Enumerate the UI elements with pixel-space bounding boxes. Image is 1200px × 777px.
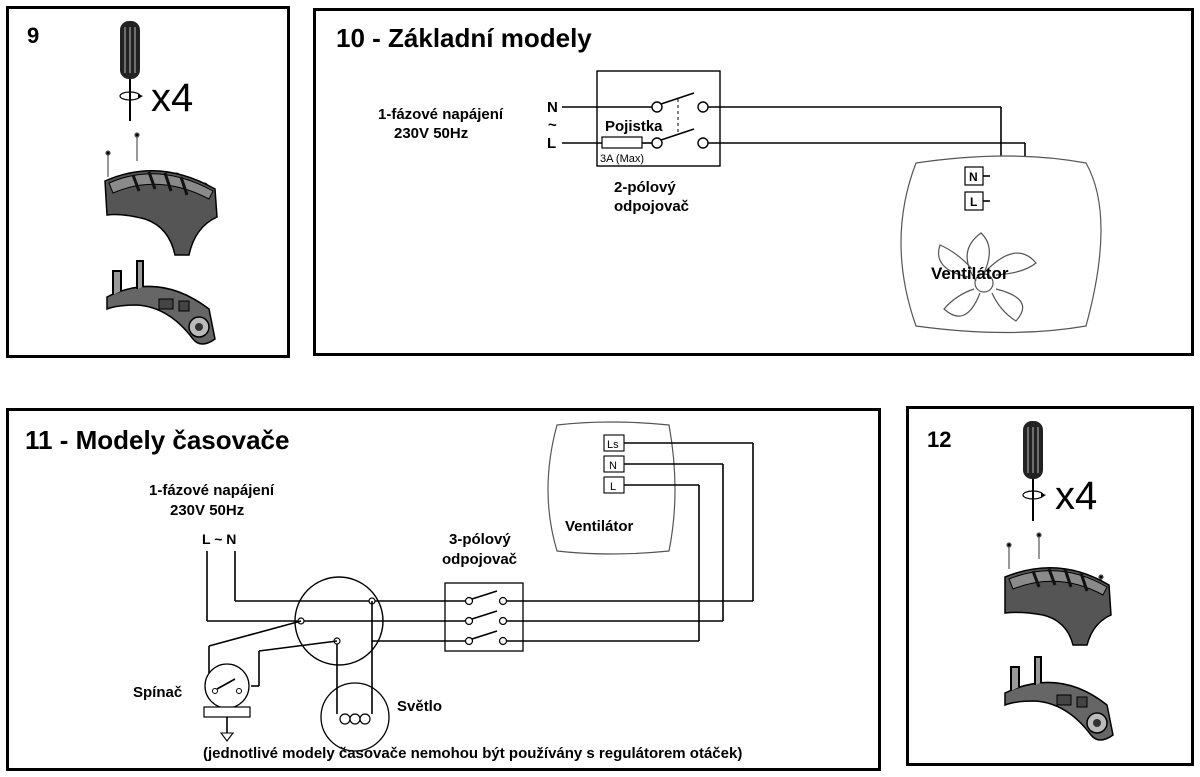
fan-terminal-n: N <box>969 170 978 184</box>
fuse-symbol <box>601 136 643 149</box>
supply-label-line2: 230V 50Hz <box>170 502 244 519</box>
terminal-n: N <box>547 99 558 116</box>
supply-terminals: L ~ N <box>202 531 236 547</box>
screwdriver-icon <box>119 21 143 121</box>
panel-11-title: 11 - Modely časovače <box>25 425 290 455</box>
switch-label-line1: 2-pólový <box>614 179 676 196</box>
terminal-base-icon <box>1004 656 1114 741</box>
screws-icon <box>1006 532 1104 597</box>
timer-circle <box>294 576 384 666</box>
fan-terminal-l: L <box>970 195 977 209</box>
step-number: 9 <box>27 23 40 48</box>
panel-9: 9 x4 <box>6 6 290 358</box>
fan-label: Ventilátor <box>565 518 634 535</box>
switch-contacts <box>464 590 508 646</box>
supply-label-line1: 1-fázové napájení <box>149 482 275 499</box>
terminal-l: L <box>547 135 556 152</box>
light-circle <box>320 682 390 752</box>
fan-terminal-ls: Ls <box>607 439 619 451</box>
terminal-cover-icon <box>1004 566 1112 646</box>
switch-label-line1: 3-pólový <box>449 531 511 548</box>
terminal-cover-icon <box>104 170 218 256</box>
fuse-label: Pojistka <box>605 118 663 135</box>
light-label: Světlo <box>397 698 442 715</box>
switch-label-line2: odpojovač <box>614 198 689 215</box>
fan-impeller-icon <box>938 232 1037 322</box>
spinac-label: Spínač <box>133 684 182 701</box>
fan-terminal-l: L <box>610 481 616 493</box>
panel-10: 10 - Základní modely 1-fázové napájení 2… <box>313 8 1194 356</box>
terminal-base-icon <box>106 260 216 345</box>
panel-12: 12 x4 <box>906 406 1194 766</box>
screwdriver-icon <box>1022 421 1046 521</box>
supply-label-line2: 230V 50Hz <box>394 125 468 142</box>
screwdriver-assembly-illustration: x4 <box>104 21 218 345</box>
footnote: (jednotlivé modely časovače nemohou být … <box>203 745 742 762</box>
terminal-tilde: ~ <box>548 117 557 134</box>
fuse-rating: 3A (Max) <box>600 153 644 165</box>
panel-11: 11 - Modely časovače 1-fázové napájení 2… <box>6 408 881 771</box>
screwdriver-assembly-illustration: x4 <box>1004 421 1114 741</box>
fan-housing <box>900 155 1102 334</box>
panel-10-title: 10 - Základní modely <box>336 23 592 53</box>
wiring-diagram-timer: 1-fázové napájení 230V 50Hz L ~ N Ls N L… <box>133 421 754 762</box>
supply-label-line1: 1-fázové napájení <box>378 106 504 123</box>
switch-label-line2: odpojovač <box>442 551 517 568</box>
step-number: 12 <box>927 427 952 452</box>
wiring-diagram-basic: 1-fázové napájení 230V 50Hz N ~ L Pojist… <box>378 70 1102 334</box>
spinac-circle <box>204 663 250 709</box>
multiplier-label: x4 <box>1055 474 1097 518</box>
two-pole-switch-box <box>596 70 721 167</box>
fan-label: Ventilátor <box>931 264 1009 283</box>
fan-terminal-n: N <box>609 460 617 472</box>
multiplier-label: x4 <box>151 76 193 120</box>
